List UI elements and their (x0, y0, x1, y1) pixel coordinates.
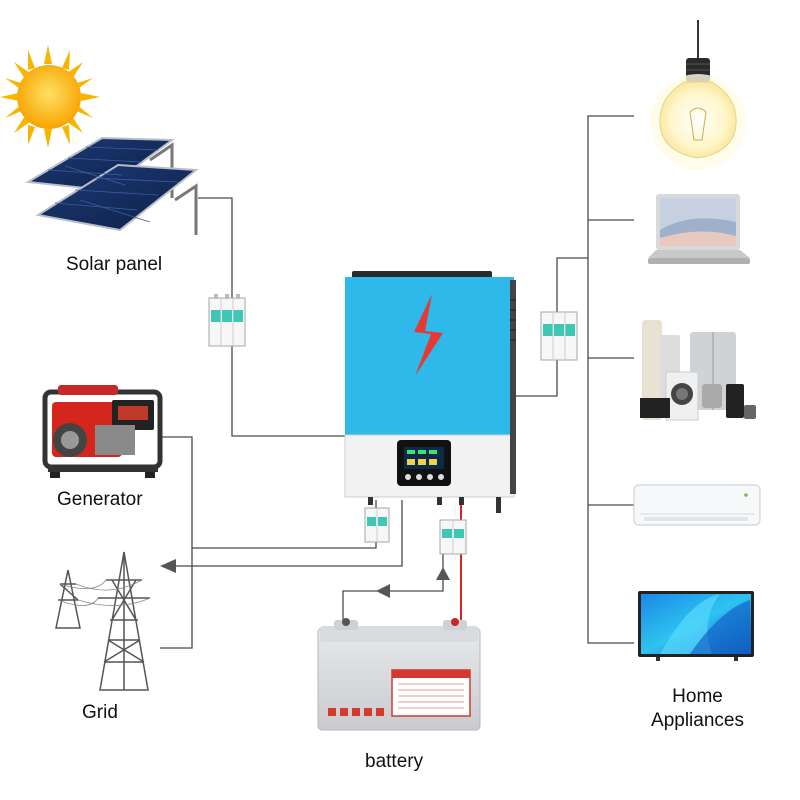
solar-panel-label: Solar panel (66, 254, 163, 275)
tv-icon (638, 591, 754, 661)
home-appliances-label-line1: Home (672, 686, 723, 707)
generator-icon (42, 385, 163, 478)
battery-label: battery (365, 751, 424, 772)
grid-tower-icon (55, 551, 151, 691)
kitchen-appliances-icon (640, 320, 756, 421)
inverter-icon (344, 271, 516, 513)
home-appliances-label: Home Appliances (640, 685, 755, 733)
sun-icon (0, 45, 100, 148)
arrow-battery-left-icon (376, 584, 390, 598)
arrow-battery-up-icon (436, 567, 450, 580)
ac-input-wire (192, 500, 377, 549)
flow-arrows (160, 559, 450, 598)
grid-label: Grid (82, 702, 118, 723)
generator-wire (160, 436, 193, 649)
laptop-icon (648, 194, 750, 264)
inverter-logo-icon (414, 294, 443, 376)
solar-panel-icon (24, 136, 199, 235)
light-bulb-icon (650, 20, 746, 170)
circuit-breaker-icon (208, 294, 578, 555)
arrow-to-grid-icon (160, 559, 176, 573)
battery-icon (317, 618, 481, 731)
generator-label: Generator (57, 489, 143, 510)
battery-negative-wire (342, 520, 444, 626)
home-bus (587, 115, 634, 644)
ac-output-to-grid-wire (170, 500, 403, 567)
home-appliances-label-line2: Appliances (651, 710, 744, 731)
air-conditioner-icon (633, 484, 761, 526)
